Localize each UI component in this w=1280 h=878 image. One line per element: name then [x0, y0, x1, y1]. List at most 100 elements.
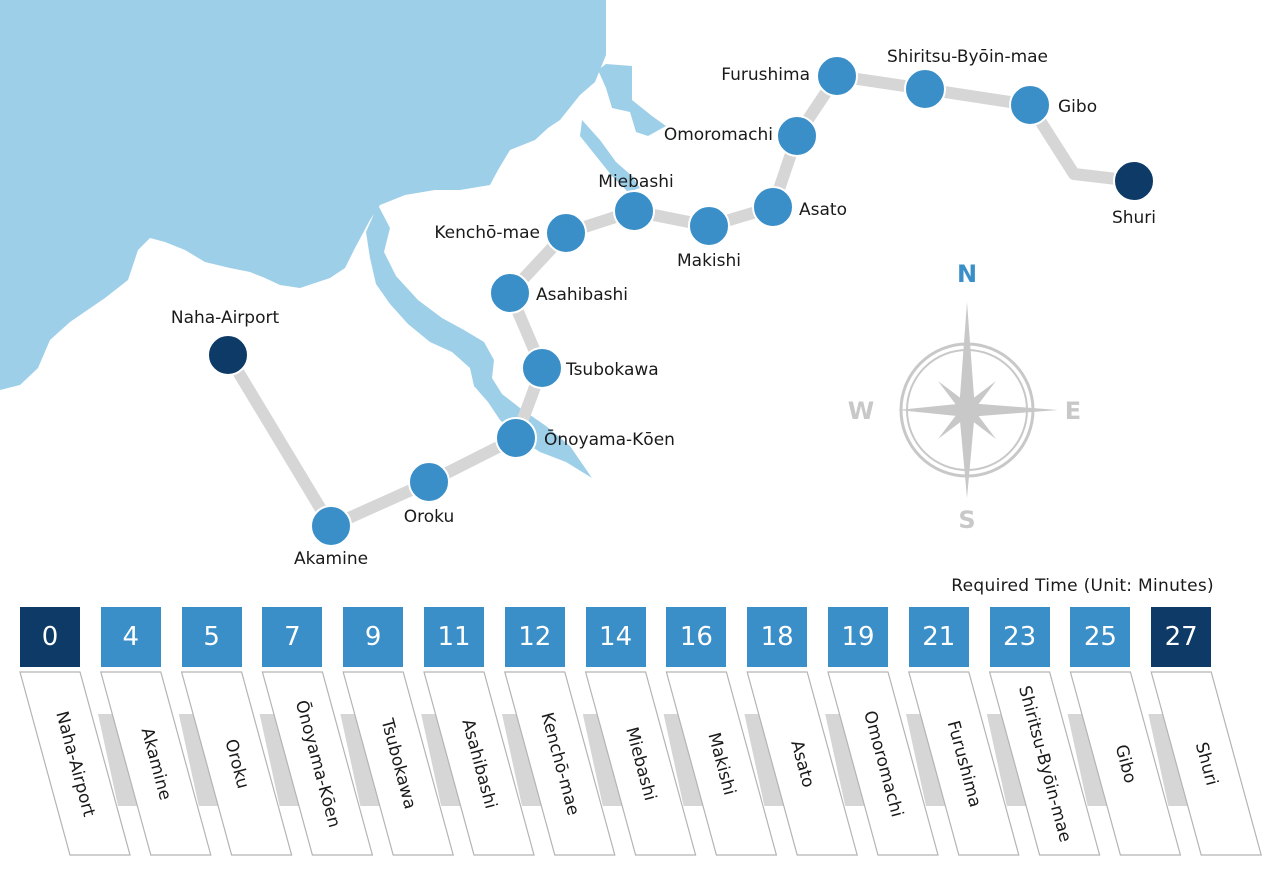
- station-card-omoromachi: [827, 671, 939, 856]
- card-connector: [825, 714, 868, 806]
- station-label: Tsubokawa: [565, 360, 659, 380]
- station-label: Akamine: [294, 549, 368, 569]
- station-label: Oroku: [404, 507, 455, 527]
- station-marker: [816, 55, 858, 97]
- compass-east-label: E: [1065, 397, 1081, 425]
- card-connector: [663, 714, 706, 806]
- station-kencho-mae: Kenchō-mae: [434, 212, 587, 254]
- station-label: Makishi: [677, 251, 741, 271]
- station-marker: [688, 205, 730, 247]
- time-box-makishi: 16: [666, 607, 727, 667]
- canal: [580, 120, 640, 192]
- station-makishi: Makishi: [677, 205, 741, 271]
- station-label: Shuri: [1112, 208, 1156, 228]
- timetable-title: Required Time (Unit: Minutes): [951, 576, 1214, 596]
- card-connector: [502, 714, 544, 806]
- station-label: Gibo: [1058, 97, 1097, 117]
- station-card-gibo: [1069, 671, 1182, 856]
- monorail-line: [222, 70, 1140, 532]
- station-marker: [1009, 84, 1051, 126]
- time-box-akamine: 4: [100, 607, 161, 667]
- station-miebashi: Miebashi: [598, 172, 674, 232]
- time-box-asahibashi: 11: [424, 607, 484, 667]
- time-box-onoyama-koen: 7: [262, 607, 323, 667]
- card-connector: [259, 714, 302, 806]
- station-card-tsubokawa: [342, 671, 454, 856]
- station-label: Furushima: [721, 65, 810, 85]
- station-marker: [776, 115, 818, 157]
- inlet: [598, 64, 666, 136]
- station-card-naha-airport: [19, 671, 131, 856]
- card-connector: [906, 714, 948, 806]
- compass-needle-vertical: [959, 302, 975, 498]
- station-card-akamine: [100, 671, 212, 856]
- river: [366, 205, 592, 478]
- time-box-omoromachi: 19: [828, 607, 888, 667]
- station-marker: [904, 68, 946, 110]
- compass-south-label: S: [958, 506, 975, 534]
- station-asato: Asato: [752, 186, 847, 228]
- station-label: Miebashi: [598, 172, 673, 192]
- station-card-furushima: [908, 671, 1020, 856]
- water-area: [0, 0, 666, 478]
- compass-needle-horizontal: [898, 403, 1058, 417]
- station-label: Asato: [799, 200, 847, 220]
- station-marker: [489, 272, 531, 314]
- terminal-station-marker: [207, 334, 249, 376]
- station-naha-airport: Naha-Airport: [171, 308, 280, 376]
- station-asahibashi: Asahibashi: [489, 272, 628, 314]
- station-card-shuri: [1150, 671, 1262, 856]
- time-box-kencho-mae: 12: [504, 607, 565, 667]
- time-box-naha-airport: 0: [20, 607, 80, 667]
- card-connector: [1067, 714, 1110, 806]
- station-onoyama-koen: Ōnoyama-Kōen: [495, 417, 675, 459]
- card-connector: [986, 714, 1029, 806]
- card-connector: [98, 714, 140, 806]
- time-box-tsubokawa: 9: [343, 607, 404, 667]
- station-card-asahibashi: [423, 671, 535, 856]
- station-marker: [752, 186, 794, 228]
- station-marker: [408, 461, 450, 503]
- station-furushima: Furushima: [721, 55, 858, 97]
- station-gibo: Gibo: [1009, 84, 1097, 126]
- station-tsubokawa: Tsubokawa: [521, 347, 659, 389]
- station-card-oroku: [180, 671, 293, 856]
- station-akamine: Akamine: [294, 505, 368, 569]
- compass-west-label: W: [848, 397, 874, 425]
- station-marker: [495, 417, 537, 459]
- station-label: Omoromachi: [664, 125, 773, 145]
- time-box-asato: 18: [747, 607, 808, 667]
- station-marker: [310, 505, 352, 547]
- time-box-shuri: 27: [1151, 607, 1212, 667]
- terminal-station-marker: [1113, 160, 1155, 202]
- time-box-gibo: 25: [1070, 607, 1131, 667]
- station-card-miebashi: [584, 671, 697, 856]
- time-box-furushima: 21: [908, 607, 969, 667]
- card-connector: [744, 714, 787, 806]
- time-box-miebashi: 14: [585, 607, 646, 667]
- station-card-onoyama-koen: [261, 671, 374, 856]
- station-card-kencho-mae: [504, 671, 616, 856]
- compass-rose: N S W E: [848, 260, 1081, 534]
- station-marker: [521, 347, 563, 389]
- sea: [0, 0, 606, 390]
- time-box-oroku: 5: [181, 607, 242, 667]
- station-card-shiritsu-byoin-mae: [988, 671, 1101, 856]
- card-connector: [178, 714, 221, 806]
- station-oroku: Oroku: [404, 461, 455, 527]
- time-box-shiritsu-byoin-mae: 23: [989, 607, 1050, 667]
- station-marker: [545, 212, 587, 254]
- station-card-asato: [746, 671, 858, 856]
- compass-north-label: N: [957, 260, 977, 288]
- card-connector: [421, 714, 464, 806]
- card-connector: [340, 714, 383, 806]
- station-label: Kenchō-mae: [434, 223, 540, 243]
- station-shuri: Shuri: [1112, 160, 1156, 228]
- station-label: Naha-Airport: [171, 308, 280, 328]
- station-label: Shiritsu-Byōin-mae: [887, 47, 1048, 67]
- station-label: Asahibashi: [536, 285, 628, 305]
- card-connector: [1148, 714, 1191, 806]
- compass-needle-diagonal-b: [938, 381, 996, 439]
